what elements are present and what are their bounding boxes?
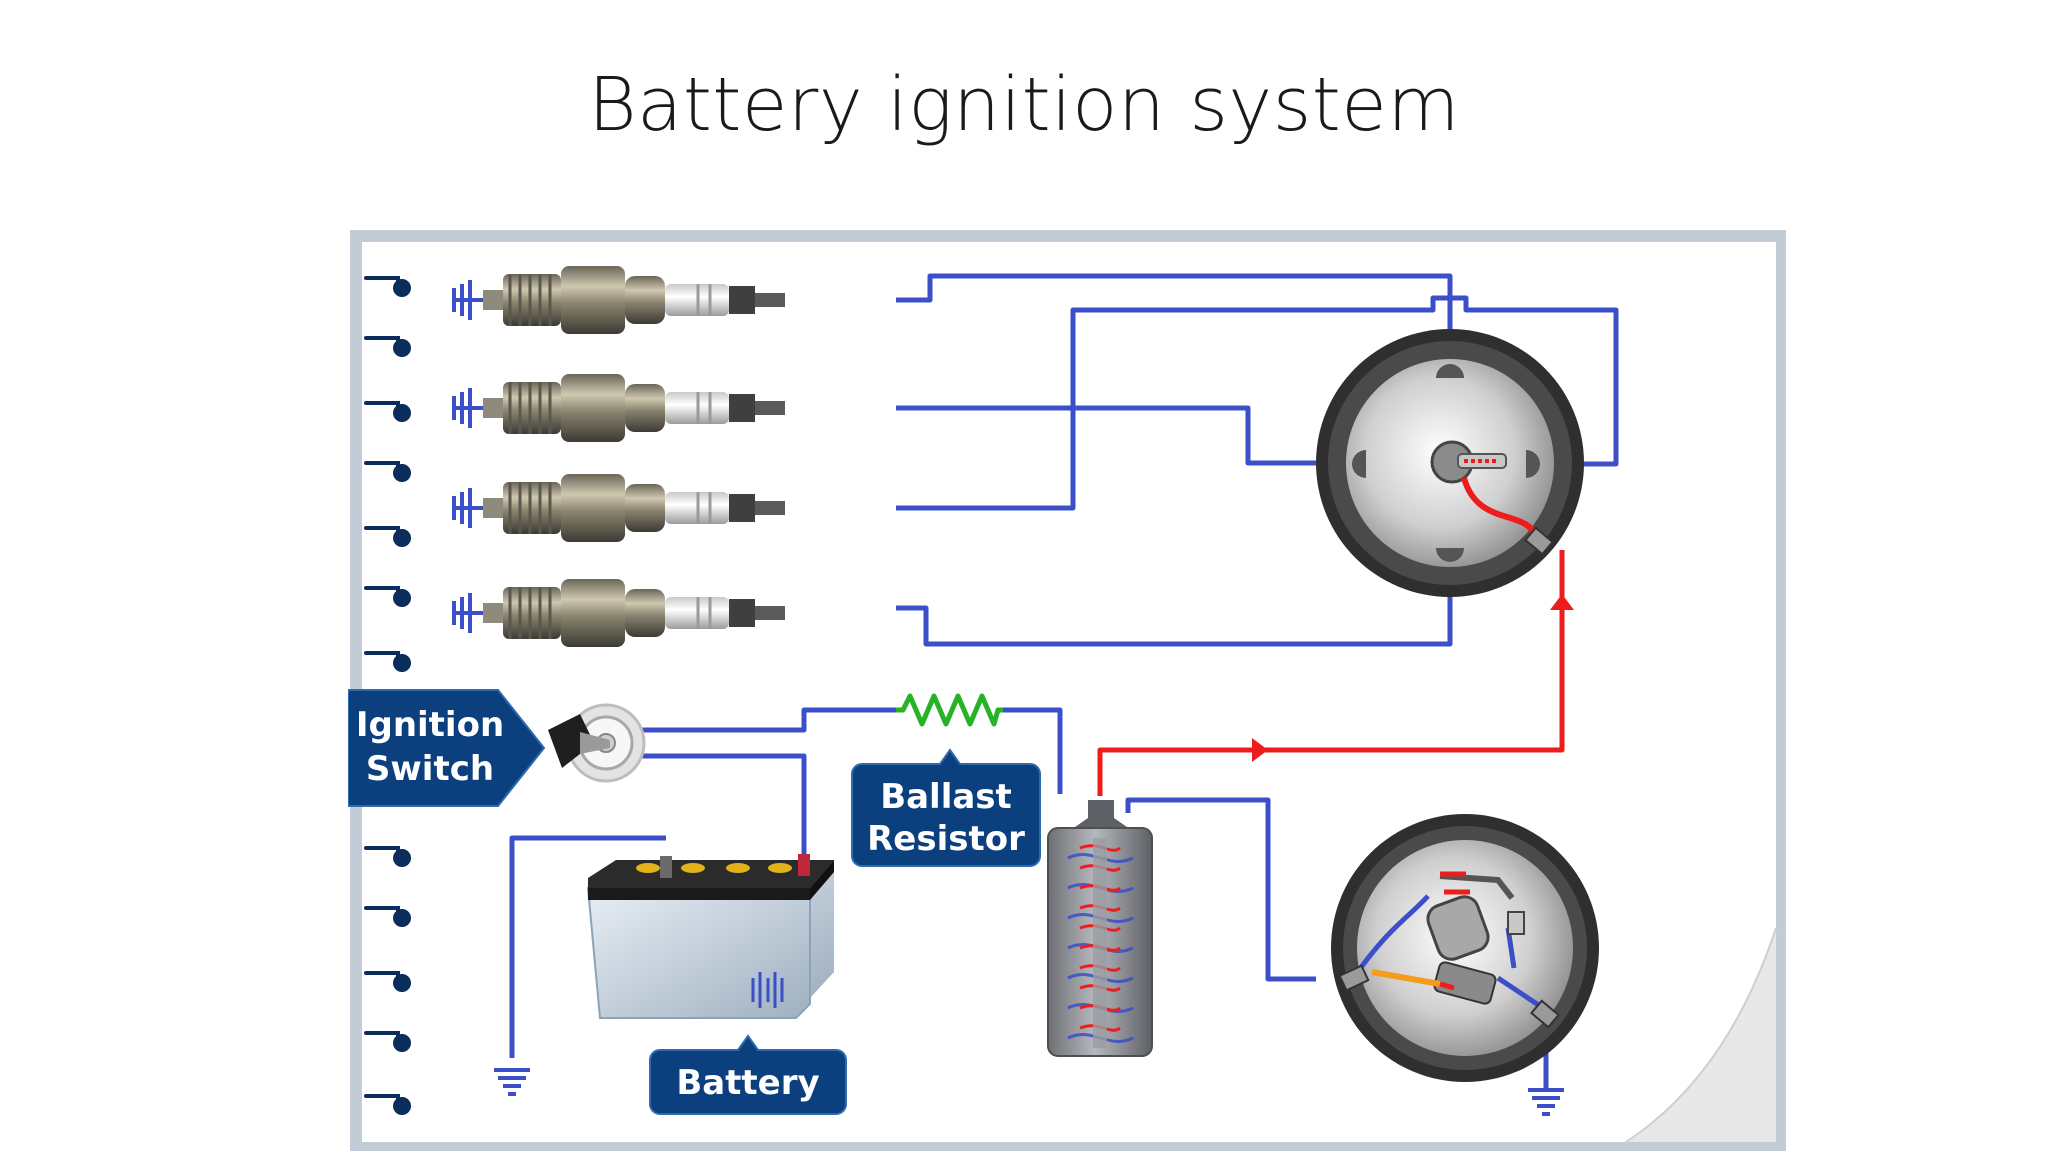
binder-rings — [364, 276, 411, 1115]
primary-wiring — [509, 273, 1619, 1090]
ignition-coil — [1047, 800, 1153, 1057]
spark-plug-1 — [483, 266, 785, 334]
spark-plug-4 — [483, 579, 785, 647]
ignition-switch-label-line-1: Ignition — [356, 705, 504, 745]
plug-ground-2 — [452, 388, 483, 428]
slide-title: Battery ignition system — [588, 62, 1460, 148]
plug-ground-1 — [452, 280, 483, 320]
plug-ground-3 — [452, 488, 483, 528]
ignition-switch — [548, 703, 646, 783]
battery-label-text: Battery — [676, 1063, 819, 1103]
ballast-resistor-label-line-2: Resistor — [867, 819, 1025, 859]
ballast-resistor — [896, 693, 1003, 727]
ground-symbols — [452, 280, 1564, 1116]
spark-plugs — [483, 266, 785, 647]
spark-plug-2 — [483, 374, 785, 442]
ballast-resistor-label-line-1: Ballast — [880, 777, 1012, 817]
battery — [586, 854, 834, 1019]
ignition-switch-label-line-2: Switch — [366, 749, 494, 789]
ignition-switch-label: Ignition Switch — [348, 689, 546, 807]
ignition-diagram: Ignition Switch Ballast Resistor Battery — [348, 230, 1786, 1151]
battery-ground — [494, 1068, 530, 1096]
distributor-breaker — [1331, 814, 1599, 1082]
ballast-resistor-label: Ballast Resistor — [851, 748, 1041, 867]
high-tension-wire — [1097, 550, 1574, 796]
distributor-cap — [1316, 329, 1584, 597]
plug-ground-4 — [452, 593, 483, 633]
distributor-ground — [1528, 1088, 1564, 1116]
battery-label: Battery — [649, 1034, 847, 1115]
spark-plug-3 — [483, 474, 785, 542]
